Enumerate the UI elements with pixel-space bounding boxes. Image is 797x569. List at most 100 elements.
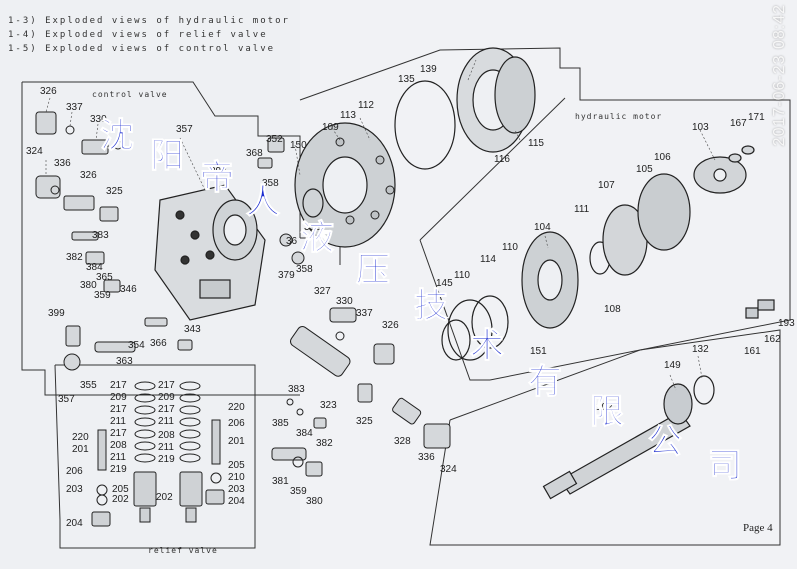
part-label: 201 — [72, 444, 89, 455]
part-label: 383 — [92, 230, 109, 241]
part-label: 219 — [110, 464, 127, 475]
section-title-hydraulic-motor: hydraulic motor — [575, 112, 663, 121]
part-label: 111 — [574, 204, 590, 215]
part-label: 208 — [110, 440, 127, 451]
watermark-char: 术 — [470, 326, 505, 367]
part-label: 104 — [534, 222, 551, 233]
watermark-char: 帝 — [200, 158, 235, 199]
part-label: 325 — [106, 186, 123, 197]
part-label: 112 — [358, 100, 374, 111]
part-label: 135 — [398, 74, 415, 85]
part-label: 203 — [66, 484, 83, 495]
part-label: 359 — [290, 486, 307, 497]
part-label: 204 — [66, 518, 83, 529]
watermark-char: 沈 — [100, 116, 135, 157]
part-label: 326 — [382, 320, 399, 331]
header-line-motor: 1-3) Exploded views of hydraulic motor — [8, 16, 290, 26]
part-label: 211 — [158, 416, 174, 427]
part-label: 106 — [654, 152, 671, 163]
part-label: 330 — [336, 296, 353, 307]
header-line-control: 1-5) Exploded views of control valve — [8, 44, 276, 54]
part-label: 205 — [112, 484, 129, 495]
part-label: 220 — [72, 432, 89, 443]
part-label: 105 — [636, 164, 653, 175]
part-label: 217 — [158, 404, 175, 415]
part-label: 380 — [306, 496, 323, 507]
part-label: 107 — [598, 180, 615, 191]
part-label: 113 — [340, 110, 356, 121]
part-label: 399 — [48, 308, 65, 319]
part-label: 208 — [158, 430, 175, 441]
part-label: 114 — [480, 254, 496, 265]
part-label: 102 — [596, 402, 613, 413]
part-label: 355 — [80, 380, 97, 391]
part-label: 139 — [420, 64, 437, 75]
part-label: 151 — [530, 346, 547, 357]
part-label: 384 — [86, 262, 103, 273]
part-label: 368 — [246, 148, 263, 159]
part-label: 145 — [436, 278, 453, 289]
part-label: 167 — [730, 118, 747, 129]
part-label: 381 — [272, 476, 289, 487]
part-label: 337 — [66, 102, 83, 113]
watermark-char: 限 — [590, 392, 625, 433]
part-label: 209 — [158, 392, 175, 403]
watermark-char: 有 — [528, 362, 563, 403]
watermark-char: 技 — [414, 286, 449, 327]
part-label: 328 — [394, 436, 411, 447]
part-label: 382 — [316, 438, 333, 449]
part-label: 109 — [322, 122, 339, 133]
part-label: 211 — [110, 452, 126, 463]
part-label: 337 — [356, 308, 373, 319]
part-label: 346 — [120, 284, 137, 295]
section-title-relief-valve: relief valve — [148, 546, 218, 555]
part-label: 206 — [228, 418, 245, 429]
part-label: 336 — [418, 452, 435, 463]
part-label: 220 — [228, 402, 245, 413]
part-label: 384 — [296, 428, 313, 439]
watermark-char: 人 — [246, 182, 281, 223]
part-label: 162 — [764, 334, 781, 345]
part-label: 149 — [664, 360, 681, 371]
part-label: 116 — [494, 154, 510, 165]
part-label: 354 — [128, 340, 145, 351]
part-label: 161 — [744, 346, 761, 357]
part-label: 359 — [94, 290, 111, 301]
part-label: 211 — [158, 442, 174, 453]
part-label: 327 — [314, 286, 331, 297]
watermark-char: 压 — [356, 250, 391, 291]
part-label: 204 — [228, 496, 245, 507]
part-label: 203 — [228, 484, 245, 495]
part-label: 110 — [502, 242, 518, 253]
part-label: 352 — [266, 134, 283, 145]
part-label: 150 — [290, 140, 307, 151]
part-label: 217 — [110, 380, 127, 391]
part-label: 379 — [278, 270, 295, 281]
part-label: 383 — [288, 384, 305, 395]
part-label: 217 — [158, 380, 175, 391]
part-label: 325 — [356, 416, 373, 427]
part-label: 382 — [66, 252, 83, 263]
part-label: 36 — [286, 236, 298, 247]
part-label: 358 — [296, 264, 313, 275]
part-label: 211 — [110, 416, 126, 427]
part-label: 115 — [528, 138, 544, 149]
section-title-control-valve: control valve — [92, 90, 168, 99]
part-label: 202 — [112, 494, 129, 505]
watermark-char: 液 — [300, 218, 335, 259]
part-label: 217 — [110, 404, 127, 415]
part-label: 336 — [54, 158, 71, 169]
part-label: 171 — [748, 112, 765, 123]
part-label: 202 — [156, 492, 173, 503]
part-label: 217 — [110, 428, 127, 439]
part-label: 366 — [150, 338, 167, 349]
part-label: 326 — [40, 86, 57, 97]
part-label: 357 — [176, 124, 193, 135]
part-label: 205 — [228, 460, 245, 471]
part-label: 385 — [272, 418, 289, 429]
photo-timestamp: 2017-06-23 08:42 — [771, 4, 788, 147]
part-label: 103 — [692, 122, 709, 133]
part-label: 343 — [184, 324, 201, 335]
